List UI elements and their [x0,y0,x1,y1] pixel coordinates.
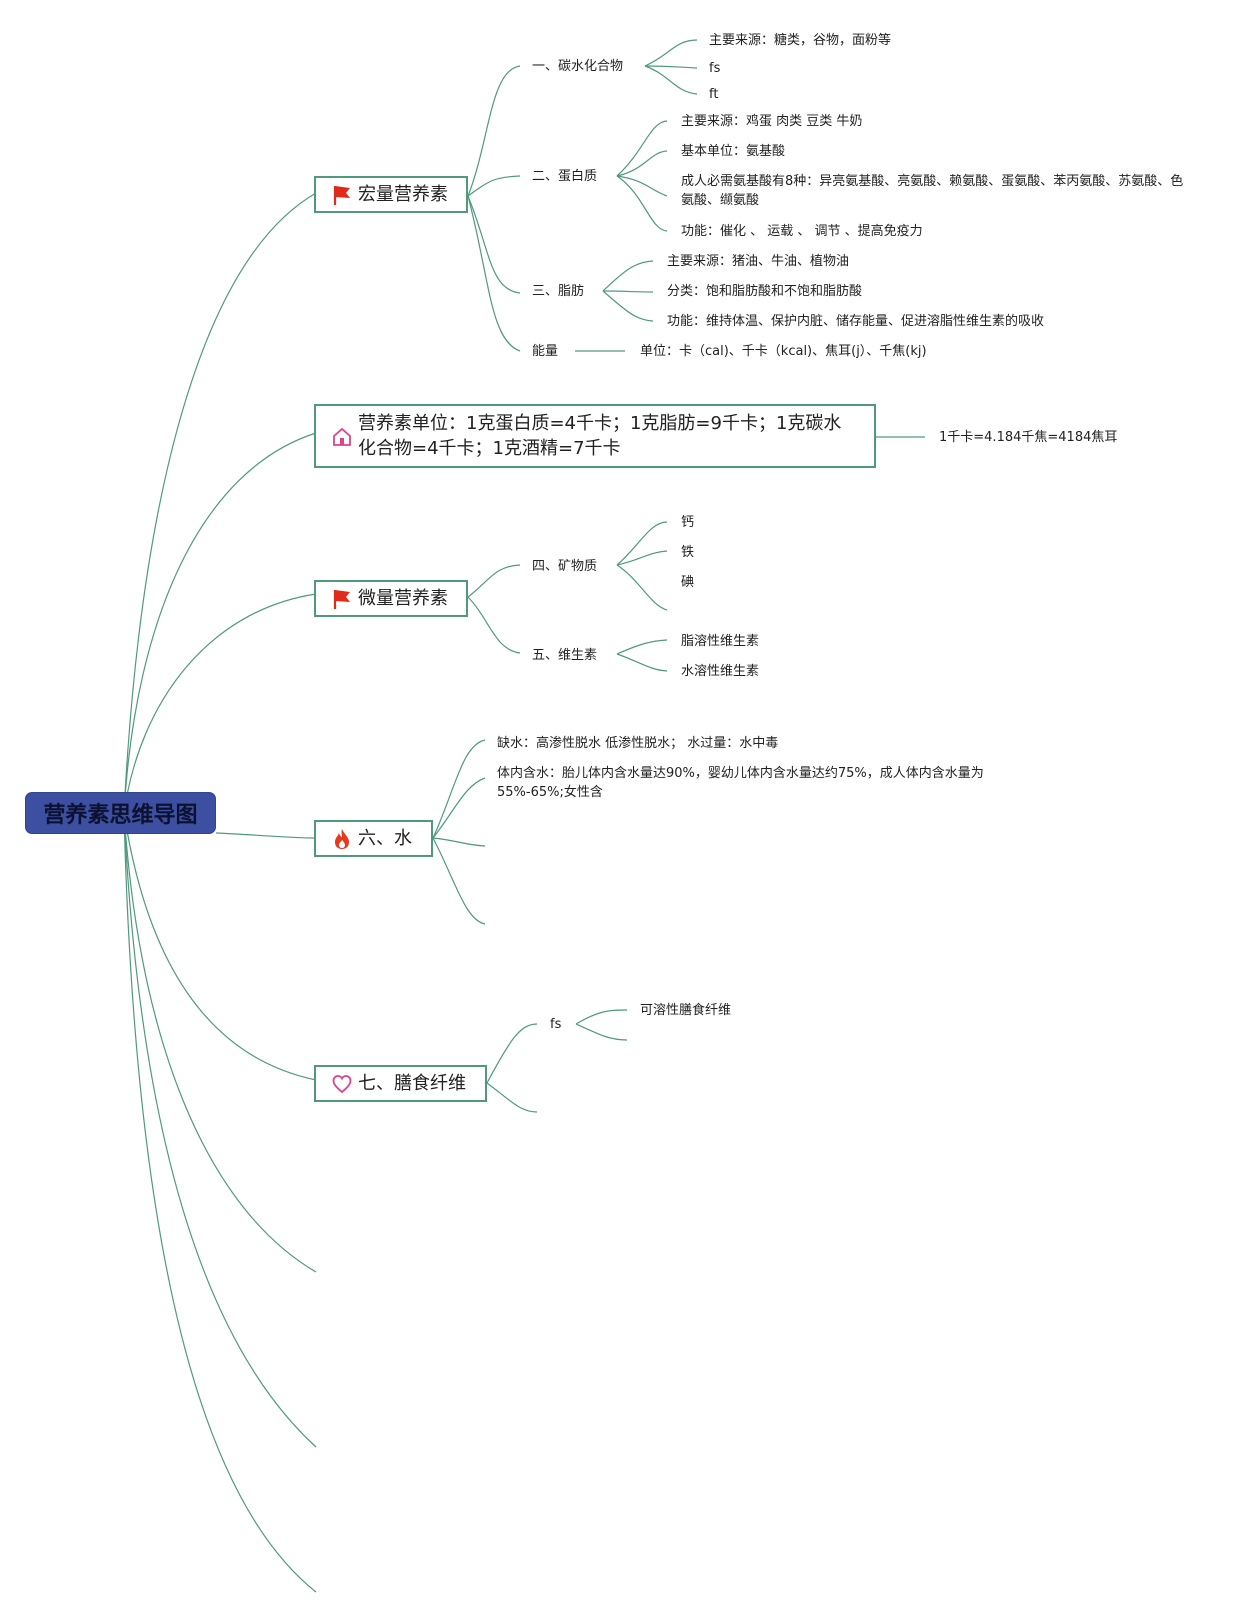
micro-nutrients-node[interactable]: 微量营养素 [314,580,468,617]
fire-icon [332,828,352,850]
house-icon [332,425,352,447]
energy-node[interactable]: 能量 [532,344,559,359]
energy-unit[interactable]: 单位：卡（cal)、千卡（kcal)、焦耳(j）、千焦(kj) [640,344,927,359]
macro-nutrients-node[interactable]: 宏量营养素 [314,176,468,213]
mineral-iodine[interactable]: 碘 [681,575,695,590]
mineral-calcium[interactable]: 钙 [681,515,695,530]
protein-function[interactable]: 功能：催化 、 运载 、 调节 、提高免疫力 [681,224,923,239]
nutrient-unit-label: 营养素单位：1克蛋白质=4千卡；1克脂肪=9千卡；1克碳水化合物=4千卡；1克酒… [358,413,842,459]
protein-node[interactable]: 二、蛋白质 [532,169,598,184]
vitamin-water-soluble[interactable]: 水溶性维生素 [681,664,760,679]
vitamin-fat-soluble[interactable]: 脂溶性维生素 [681,634,760,649]
fiber-fs-node[interactable]: fs [550,1017,562,1032]
root-label: 营养素思维导图 [43,803,198,828]
carb-item-ft[interactable]: ft [709,87,719,102]
kcal-conversion[interactable]: 1千卡=4.184千焦=4184焦耳 [939,430,1118,445]
fat-node[interactable]: 三、脂肪 [532,284,585,299]
mineral-iron[interactable]: 铁 [681,545,695,560]
protein-unit[interactable]: 基本单位：氨基酸 [681,144,786,159]
dietary-fiber-node[interactable]: 七、膳食纤维 [314,1065,487,1102]
micro-nutrients-label: 微量营养素 [358,588,448,609]
fat-source[interactable]: 主要来源：猪油、牛油、植物油 [667,254,850,269]
dietary-fiber-label: 七、膳食纤维 [358,1073,466,1094]
macro-nutrients-label: 宏量营养素 [358,184,448,205]
mineral-node[interactable]: 四、矿物质 [532,559,598,574]
water-body-content[interactable]: 体内含水：胎儿体内含水量达90%，婴幼儿体内含水量达约75%，成人体内含水量为5… [497,766,984,800]
carb-item-fs[interactable]: fs [709,61,721,76]
water-label: 六、水 [358,828,412,849]
heart-icon [332,1073,352,1095]
carb-node[interactable]: 一、碳水化合物 [532,59,624,74]
water-node[interactable]: 六、水 [314,820,433,857]
root-node[interactable]: 营养素思维导图 [25,792,216,834]
protein-source[interactable]: 主要来源：鸡蛋 肉类 豆类 牛奶 [681,114,863,129]
fat-function[interactable]: 功能：维持体温、保护内脏、储存能量、促进溶脂性维生素的吸收 [667,314,1045,329]
protein-essential-amino-acids[interactable]: 成人必需氨基酸有8种：异亮氨基酸、亮氨酸、赖氨酸、蛋氨酸、苯丙氨酸、苏氨酸、色氨… [681,174,1184,208]
soluble-fiber[interactable]: 可溶性膳食纤维 [640,1003,732,1018]
carb-source[interactable]: 主要来源：糖类，谷物，面粉等 [709,33,892,48]
fat-classification[interactable]: 分类：饱和脂肪酸和不饱和脂肪酸 [667,284,863,299]
flag-icon [332,588,352,610]
nutrient-unit-node[interactable]: 营养素单位：1克蛋白质=4千卡；1克脂肪=9千卡；1克碳水化合物=4千卡；1克酒… [314,404,876,468]
flag-icon [332,184,352,206]
water-dehydration[interactable]: 缺水：高渗性脱水 低渗性脱水； 水过量：水中毒 [497,736,779,751]
vitamin-node[interactable]: 五、维生素 [532,648,598,663]
